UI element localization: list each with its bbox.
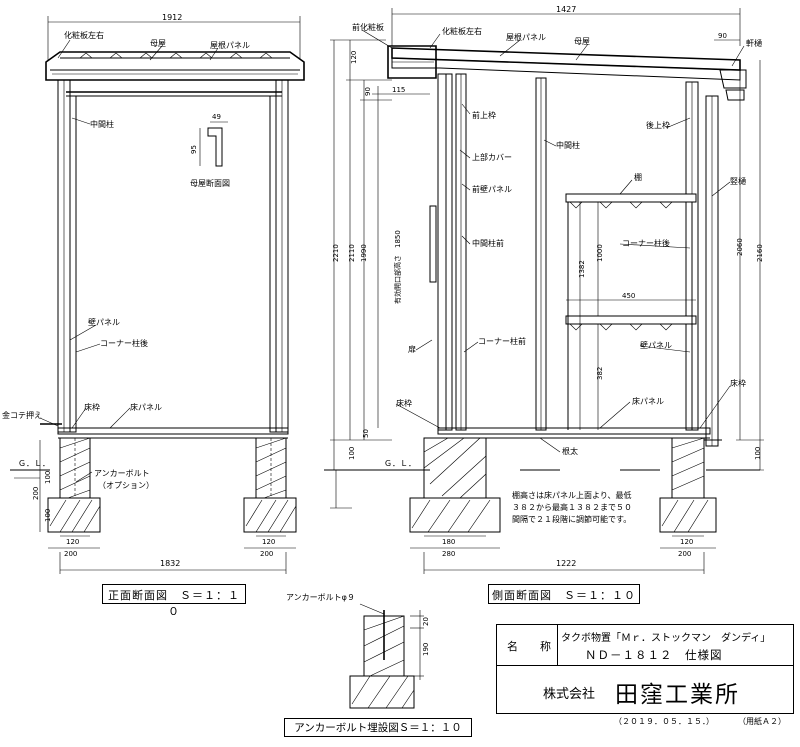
label-tana: 棚 xyxy=(634,172,642,182)
side-vdim-382: 382 xyxy=(596,367,604,380)
front-base-dim-120-right: 120 xyxy=(262,538,275,546)
label-mae-keshou: 前化粧板 xyxy=(352,22,384,32)
side-dim-200: 200 xyxy=(678,550,691,558)
front-view-caption-box: 正面断面図 Ｓ＝１：１０ xyxy=(102,584,246,618)
anchor-view-caption-box: アンカーボルト埋設図Ｓ＝１：１０ xyxy=(284,718,472,737)
front-base-dim-120-left: 120 xyxy=(66,538,79,546)
front-left-dim-100a: 100 xyxy=(44,471,52,484)
label-side-corner-back: コーナー柱後 xyxy=(622,238,670,248)
label-side-yane-panel: 屋根パネル xyxy=(506,32,546,42)
anchor-dim-20: 20 xyxy=(422,617,430,626)
front-left-dim-200: 200 xyxy=(32,487,40,500)
side-vdim-1382: 1382 xyxy=(578,260,586,278)
label-yuka-panel: 床パネル xyxy=(130,402,162,412)
label-side-yuka-waku-right: 床枠 xyxy=(730,378,746,388)
side-vdim-2160: 2160 xyxy=(756,244,764,262)
label-gl-side: Ｇ．Ｌ． xyxy=(384,459,416,468)
label-side-yuka-panel: 床パネル xyxy=(632,396,664,406)
label-keshou-ita: 化粧板左右 xyxy=(64,30,104,40)
front-foundation-right xyxy=(243,437,297,533)
anchor-view: 20 190 アンカーボルトφ９ xyxy=(286,593,430,709)
anchor-view-caption: アンカーボルト埋設図Ｓ＝１：１０ xyxy=(294,722,462,734)
side-dim-180: 180 xyxy=(442,538,455,546)
anchor-dim-190: 190 xyxy=(422,643,430,656)
side-vdim-2060: 2060 xyxy=(736,238,744,256)
label-chukan-bashira: 中間柱 xyxy=(90,119,114,129)
label-corner-bashira-back: コーナー柱後 xyxy=(100,338,148,348)
label-anchor-option: （オプション） xyxy=(98,481,154,490)
side-dim-115: 115 xyxy=(392,86,405,94)
title-product-cell: タクボ物置「Ｍｒ．ストックマン ダンディ」 ＮＤ－１８１２ 仕様図 xyxy=(557,625,793,666)
label-noki-toi: 軒樋 xyxy=(746,38,762,48)
label-yane-panel: 屋根パネル xyxy=(210,40,250,50)
side-vdim-50: 50 xyxy=(362,429,370,438)
label-side-keshou-ita: 化粧板左右 xyxy=(442,26,482,36)
front-base-dim-200-left: 200 xyxy=(64,550,77,558)
label-side-yuka-waku: 床枠 xyxy=(396,398,412,408)
label-tate-toi: 竪樋 xyxy=(730,176,746,186)
front-left-dim-100b: 100 xyxy=(44,509,52,522)
label-side-moya: 母屋 xyxy=(574,37,590,46)
label-anchor-bolt: アンカーボルト xyxy=(94,469,150,478)
side-view-caption: 側面断面図 Ｓ＝１：１０ xyxy=(492,589,636,602)
title-block: 名 称 タクボ物置「Ｍｒ．ストックマン ダンディ」 ＮＤ－１８１２ 仕様図 株式… xyxy=(496,624,794,714)
side-foundation-right xyxy=(659,437,717,533)
drawing-date: （２０１９．０５．１５．） xyxy=(614,717,714,726)
label-gl-front: Ｇ．Ｌ． xyxy=(18,459,50,468)
side-view-caption-box: 側面断面図 Ｓ＝１：１０ xyxy=(488,584,640,604)
front-dim-bottom: 1832 xyxy=(160,559,180,568)
label-chukan-bashira-front: 中間柱前 xyxy=(472,238,504,248)
shelf-note-line-1: 棚高さは床パネル上面より、最低 xyxy=(512,490,632,500)
side-vdim-1990: 1990 xyxy=(360,244,368,262)
front-dim-top: 1912 xyxy=(162,13,182,22)
side-dim-90: 90 xyxy=(718,32,727,40)
label-mae-kabe-panel: 前壁パネル xyxy=(472,184,512,194)
label-kanakote: 金コテ押え xyxy=(2,410,42,420)
side-dim-120: 120 xyxy=(680,538,693,546)
label-moya-section: 母屋断面図 xyxy=(190,178,230,188)
label-moya: 母屋 xyxy=(150,39,166,48)
side-vdim-90: 90 xyxy=(364,87,372,96)
front-view-caption: 正面断面図 Ｓ＝１：１０ xyxy=(108,589,240,618)
shelf-note-line-2: ３８２から最高１３８２まで５０ xyxy=(512,502,632,512)
label-side-chukan-bashira: 中間柱 xyxy=(556,140,580,150)
label-nedai: 根太 xyxy=(562,446,578,456)
label-corner-front: コーナー柱前 xyxy=(478,336,526,346)
label-yuka-waku: 床枠 xyxy=(84,402,100,412)
label-ushiro-ue-waku: 後上枠 xyxy=(646,120,670,130)
side-view: 1427 90 450 xyxy=(324,5,764,574)
side-vdim-120: 120 xyxy=(350,51,358,64)
side-dim-bottom: 1222 xyxy=(556,559,576,568)
moya-height-dim: 95 xyxy=(190,145,198,154)
front-foundation-left xyxy=(47,437,101,533)
side-dim-top: 1427 xyxy=(556,5,576,14)
front-view: 1912 49 95 xyxy=(2,13,305,574)
label-anchor-phi9: アンカーボルトφ９ xyxy=(286,593,355,602)
company-prefix: 株式会社 xyxy=(543,687,596,702)
front-base-dim-200-right: 200 xyxy=(260,550,273,558)
label-jobu-cover: 上部カバー xyxy=(472,152,512,162)
label-kabe-panel: 壁パネル xyxy=(88,317,120,327)
side-vdim-1000: 1000 xyxy=(596,244,604,262)
paper-size: （用紙Ａ２） xyxy=(738,717,786,726)
side-vdim-2210: 2210 xyxy=(332,244,340,262)
side-vdim-2110: 2110 xyxy=(348,244,356,262)
side-vdim-1850: 有効開口部高さ 1850 xyxy=(393,230,402,304)
side-foundation-left xyxy=(409,437,501,533)
product-spec-title: ＮＤ－１８１２ 仕様図 xyxy=(585,648,723,662)
side-vdim-100: 100 xyxy=(348,447,356,460)
side-vdim-100-right: 100 xyxy=(754,447,762,460)
company-name: 田窪工業所 xyxy=(615,682,740,708)
moya-width-dim: 49 xyxy=(212,113,221,121)
side-dim-280: 280 xyxy=(442,550,455,558)
label-side-kabe-panel: 壁パネル xyxy=(640,340,672,350)
label-mae-ue-waku: 前上枠 xyxy=(472,110,496,120)
title-name-label: 名 称 xyxy=(507,640,551,653)
title-name-cell: 名 称 xyxy=(497,625,558,666)
label-tobira: 扉 xyxy=(408,344,416,354)
side-dim-450: 450 xyxy=(622,292,635,300)
shelf-note-line-3: 間隔で２１段階に調節可能です。 xyxy=(512,514,631,524)
product-name: タクボ物置「Ｍｒ．ストックマン ダンディ」 xyxy=(561,633,771,644)
